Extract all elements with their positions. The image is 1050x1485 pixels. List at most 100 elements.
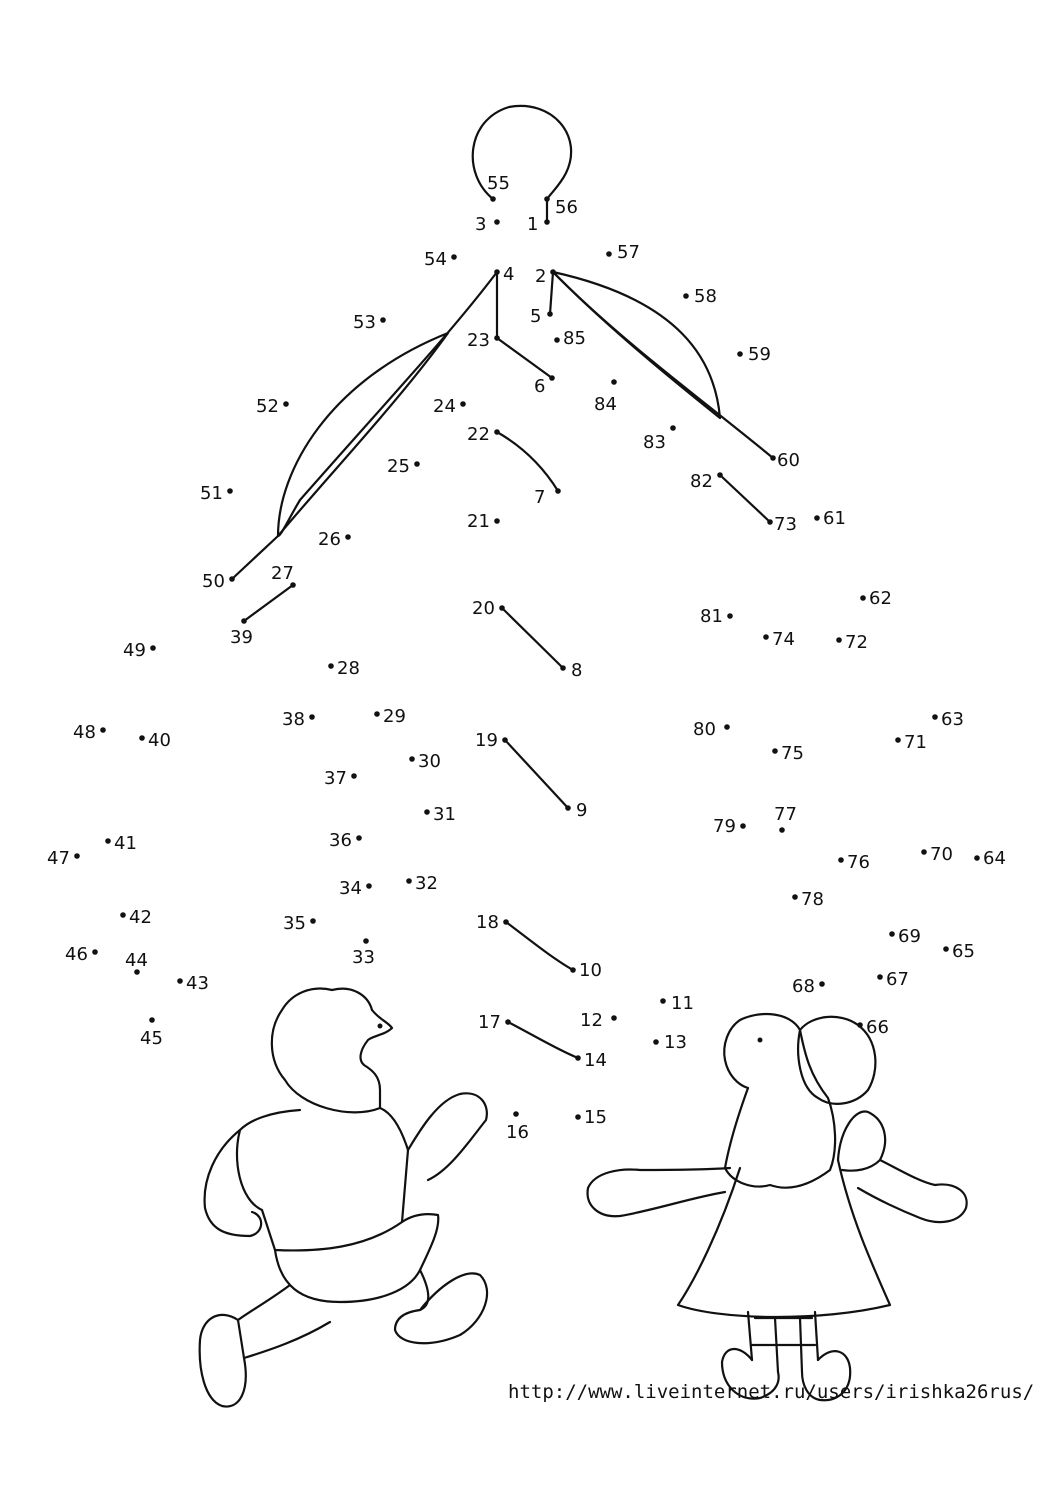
guide-line-27-39 xyxy=(242,583,295,623)
dot-label-49: 49 xyxy=(123,640,146,661)
dot-68 xyxy=(819,981,825,987)
dot-10 xyxy=(570,967,576,973)
dot-19 xyxy=(502,737,508,743)
dot-63 xyxy=(932,714,938,720)
dot-label-38: 38 xyxy=(282,709,305,730)
dot-40 xyxy=(139,735,145,741)
dot-41 xyxy=(105,838,111,844)
boy-hair xyxy=(270,987,382,1114)
dot-label-44: 44 xyxy=(125,950,148,971)
dot-47 xyxy=(74,853,80,859)
dot-label-82: 82 xyxy=(690,471,713,492)
girl-hair xyxy=(723,1013,837,1189)
dot-32 xyxy=(406,878,412,884)
dot-label-25: 25 xyxy=(387,456,410,477)
dot-4 xyxy=(494,269,500,275)
dot-label-26: 26 xyxy=(318,529,341,550)
girl-left-arm xyxy=(586,1166,732,1218)
dot-67 xyxy=(877,974,883,980)
dot-label-48: 48 xyxy=(73,722,96,743)
dot-48 xyxy=(100,727,106,733)
dot-label-56: 56 xyxy=(555,197,578,218)
dot-label-62: 62 xyxy=(869,588,892,609)
dot-label-18: 18 xyxy=(476,912,499,933)
guide-leaf-right xyxy=(551,270,722,420)
dot-label-64: 64 xyxy=(983,848,1006,869)
dot-3 xyxy=(494,219,500,225)
dot-label-59: 59 xyxy=(748,344,771,365)
dot-label-75: 75 xyxy=(781,743,804,764)
dot-label-53: 53 xyxy=(353,312,376,333)
dot-label-58: 58 xyxy=(694,286,717,307)
guide-line-22-7 xyxy=(495,430,560,493)
numbered-dots: 1234567891011121314151617181920212223242… xyxy=(47,173,1006,1143)
guide-line-18-10 xyxy=(504,920,575,972)
dot-label-34: 34 xyxy=(339,878,362,899)
dot-37 xyxy=(351,773,357,779)
dot-20 xyxy=(499,605,505,611)
dot-12 xyxy=(611,1015,617,1021)
dot-18 xyxy=(503,919,509,925)
dot-label-40: 40 xyxy=(148,730,171,751)
dot-7 xyxy=(555,488,561,494)
dot-label-8: 8 xyxy=(571,660,582,681)
guide-leaf-left xyxy=(276,331,450,538)
dot-label-2: 2 xyxy=(535,266,546,287)
dot-label-19: 19 xyxy=(475,730,498,751)
dot-74 xyxy=(763,634,769,640)
dot-22 xyxy=(494,429,500,435)
girl-right-sleeve xyxy=(836,1110,887,1172)
dot-label-33: 33 xyxy=(352,947,375,968)
dot-52 xyxy=(283,401,289,407)
dot-label-72: 72 xyxy=(845,632,868,653)
girl-right-arm xyxy=(856,1158,968,1224)
dot-79 xyxy=(740,823,746,829)
dot-label-35: 35 xyxy=(283,913,306,934)
dot-50 xyxy=(229,576,235,582)
dot-17 xyxy=(505,1019,511,1025)
dot-46 xyxy=(92,949,98,955)
dot-label-29: 29 xyxy=(383,706,406,727)
dot-label-24: 24 xyxy=(433,396,456,417)
dot-21 xyxy=(494,518,500,524)
dot-75 xyxy=(772,748,778,754)
dot-label-52: 52 xyxy=(256,396,279,417)
dot-45 xyxy=(149,1017,155,1023)
dot-label-85: 85 xyxy=(563,328,586,349)
dot-27 xyxy=(290,582,296,588)
dot-label-10: 10 xyxy=(579,960,602,981)
dot-label-6: 6 xyxy=(534,376,545,397)
guide-line-17-14 xyxy=(506,1020,580,1060)
guide-line-2-5 xyxy=(548,270,555,316)
dot-label-9: 9 xyxy=(576,800,587,821)
dot-label-63: 63 xyxy=(941,709,964,730)
star-loop xyxy=(471,104,573,201)
girl-left-shoe xyxy=(720,1347,780,1400)
boy-right-shoe xyxy=(393,1272,489,1345)
dot-8 xyxy=(560,665,566,671)
dot-label-71: 71 xyxy=(904,732,927,753)
dot-64 xyxy=(974,855,980,861)
dot-label-46: 46 xyxy=(65,944,88,965)
dot-label-41: 41 xyxy=(114,833,137,854)
dot-16 xyxy=(513,1111,519,1117)
dot-label-32: 32 xyxy=(415,873,438,894)
guide-line-20-8 xyxy=(500,606,565,670)
dot-label-31: 31 xyxy=(433,804,456,825)
dot-label-67: 67 xyxy=(886,969,909,990)
dot-65 xyxy=(943,946,949,952)
guide-line-2-60 xyxy=(551,270,775,460)
dot-13 xyxy=(653,1039,659,1045)
dot-5 xyxy=(547,311,553,317)
dot-label-65: 65 xyxy=(952,941,975,962)
dot-label-17: 17 xyxy=(478,1012,501,1033)
boy-illustration xyxy=(198,987,489,1408)
dot-label-37: 37 xyxy=(324,768,347,789)
dot-label-80: 80 xyxy=(693,719,716,740)
dot-14 xyxy=(575,1055,581,1061)
boy-shirt xyxy=(235,1106,410,1252)
dot-9 xyxy=(565,805,571,811)
dot-label-20: 20 xyxy=(472,598,495,619)
guide-line-23-6 xyxy=(495,336,554,380)
dot-label-60: 60 xyxy=(777,450,800,471)
